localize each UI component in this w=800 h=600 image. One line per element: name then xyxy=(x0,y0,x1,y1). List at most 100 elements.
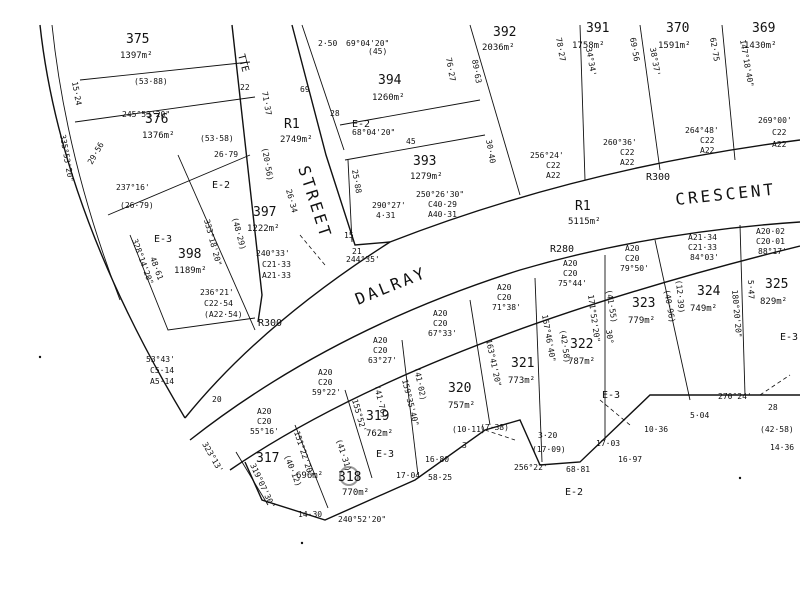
dimension: (53·88) xyxy=(134,77,168,86)
dimension: 2·50 xyxy=(318,39,337,48)
dimension: 245°53'20" xyxy=(122,110,170,119)
bearing: 55°16' xyxy=(250,427,279,436)
dimension: 28 xyxy=(768,403,778,412)
lot-area: 770m² xyxy=(342,488,369,498)
dimension: (40·96) xyxy=(662,289,677,324)
dimension: 25·88 xyxy=(350,169,363,194)
road-lot-id: R1 xyxy=(575,199,591,214)
chord-length: C20 xyxy=(433,319,448,328)
easement-label: E-2 xyxy=(565,487,583,498)
arc-length: A22 xyxy=(546,171,561,180)
dimension: 323°13' xyxy=(200,441,225,475)
road-lot-area: 5115m² xyxy=(568,217,601,227)
dimension: 319°07'30" xyxy=(248,462,277,509)
lot-number: 370 xyxy=(666,21,689,36)
lot-number: 392 xyxy=(493,25,516,40)
dimension: 28 xyxy=(330,109,340,118)
lot-area: 1758m² xyxy=(572,41,605,51)
lot-labels: 375 1397m² 376 1376m² 394 1260m² 393 127… xyxy=(120,21,788,498)
dimension: 16·80 xyxy=(425,455,449,464)
easement-label: E-2 xyxy=(212,180,230,191)
dimension: 30·40 xyxy=(484,139,497,164)
dimension: 335°53'20" xyxy=(58,134,75,183)
dimension: A5·14 xyxy=(150,377,174,386)
chord-length: C20 xyxy=(497,293,512,302)
dimension: 10·36 xyxy=(644,425,668,434)
arc-length: A20·02 xyxy=(756,227,785,236)
lot-area: 1591m² xyxy=(658,41,691,51)
arc-length: A22 xyxy=(620,158,635,167)
arc-length: A22 xyxy=(700,146,715,155)
bearing: 75°44' xyxy=(558,279,587,288)
bearing: 269°00' xyxy=(758,116,792,125)
arc-length: A20 xyxy=(433,309,448,318)
dimension: 15·24 xyxy=(70,81,83,106)
lot-area: 1189m² xyxy=(174,266,207,276)
tte-street-name: TTE xyxy=(235,53,250,73)
arc-length: A21·34 xyxy=(688,233,717,242)
lot-number: 391 xyxy=(586,21,609,36)
dimension: 240°33' xyxy=(256,249,290,258)
arc-length: A22 xyxy=(772,140,787,149)
dimension: 250°26'30" xyxy=(416,190,464,199)
lot-area: 1376m² xyxy=(142,131,175,141)
dimension: 171°52'20" xyxy=(586,294,602,343)
dimension: 5·04 xyxy=(690,411,709,420)
arc-labels: A20 C20 55°16' A20 C20 59°22' A20 C20 63… xyxy=(250,116,792,436)
dimension: 237°16' xyxy=(116,183,150,192)
arc-length: A20 xyxy=(373,336,388,345)
bearing: 84°03' xyxy=(690,253,719,262)
bearing: 260°36' xyxy=(603,138,637,147)
dimension: 240°52'20" xyxy=(338,515,386,524)
dimension: 30° xyxy=(604,329,615,345)
dimension: 244°35' xyxy=(346,255,380,264)
lot-number: 323 xyxy=(632,296,655,311)
lot-area: 757m² xyxy=(448,401,475,411)
arc-length: A20 xyxy=(318,368,333,377)
arc-length: A20 xyxy=(497,283,512,292)
arc-length: A20 xyxy=(257,407,272,416)
dimension: (20·56) xyxy=(260,147,275,182)
easement-label: E-3 xyxy=(780,332,798,343)
dimension: (41·31) xyxy=(334,438,353,473)
lot-number: 376 xyxy=(145,112,168,127)
chord-length: C20 xyxy=(373,346,388,355)
dimension: 20 xyxy=(212,395,222,404)
easement-label: E-3 xyxy=(602,390,620,401)
dimension: 236°21' xyxy=(200,288,234,297)
lot-area: 2036m² xyxy=(482,43,515,53)
arc-length: A20 xyxy=(625,244,640,253)
lot-area: 787m² xyxy=(568,357,595,367)
lot-area: 1397m² xyxy=(120,51,153,61)
lot-number: 319 xyxy=(366,409,389,424)
lot-area: 696m² xyxy=(296,471,323,481)
radius-label: R300 xyxy=(258,318,282,329)
bearing: 63°27' xyxy=(368,356,397,365)
dimension: C21·33 xyxy=(262,260,291,269)
chord-length: C22 xyxy=(700,136,715,145)
boundary-lines xyxy=(39,24,800,521)
lot-number: 375 xyxy=(126,32,149,47)
dimension: A40·31 xyxy=(428,210,457,219)
crescent-street-name: CRESCENT xyxy=(674,180,776,209)
dimension: 4·31 xyxy=(376,211,395,220)
dimension: 3·20 xyxy=(538,431,557,440)
dimension: (48·29) xyxy=(230,216,247,251)
lot-number: 393 xyxy=(413,154,436,169)
dimension: 76·27 xyxy=(444,57,457,82)
lot-number: 317 xyxy=(256,451,279,466)
dimension: 5·47 xyxy=(746,280,756,300)
easement-label: E-3 xyxy=(376,449,394,460)
dimension: 68·81 xyxy=(566,465,590,474)
dimension: C22·54 xyxy=(204,299,233,308)
dimension: C5·14 xyxy=(150,366,174,375)
dimension: (42·58) xyxy=(558,329,572,364)
dimension: 58·25 xyxy=(428,473,452,482)
chord-length: C20 xyxy=(257,417,272,426)
chord-length: C20 xyxy=(563,269,578,278)
dimension: (12·39) xyxy=(674,279,686,313)
dimension: 62·75 xyxy=(708,37,721,62)
marker-dot xyxy=(38,355,42,359)
dimension: 16·97 xyxy=(618,455,642,464)
chord-length: C21·33 xyxy=(688,243,717,252)
